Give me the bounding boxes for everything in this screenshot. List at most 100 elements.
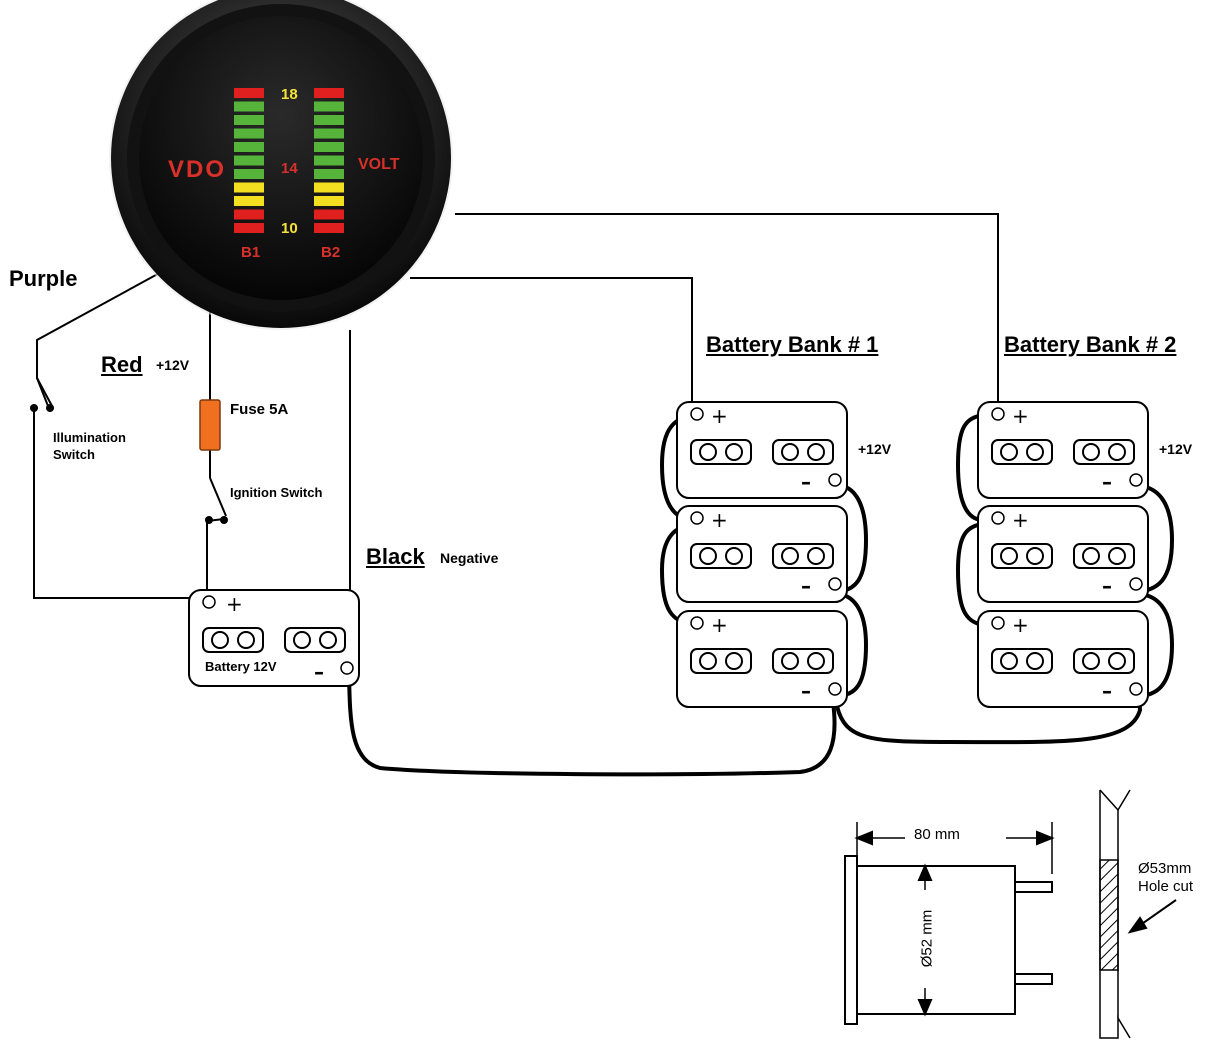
gauge-flange: [844, 855, 858, 1025]
terminal-post: [1000, 652, 1018, 670]
battery-case: [676, 505, 848, 603]
bank2-plus-2: +: [1012, 508, 1029, 532]
illumination-label-1: Illumination: [53, 430, 126, 445]
bank2-voltage: +12V: [1159, 441, 1193, 457]
black-note-label: Negative: [440, 550, 499, 566]
terminal-post: [319, 631, 337, 649]
led-bank2-segment: [314, 115, 344, 125]
negative-terminal: [828, 473, 842, 487]
gauge-body: [856, 865, 1016, 1015]
led-bank1-segment: [234, 182, 264, 193]
scale-mid: 14: [281, 160, 298, 177]
red-label: Red: [101, 352, 143, 377]
b1-sense-wire: [410, 277, 693, 408]
terminal-post: [807, 547, 825, 565]
scale-bottom: 10: [281, 220, 298, 237]
led-bank2-segment: [314, 209, 344, 220]
led-bank1-segment: [234, 169, 264, 179]
terminal-post: [1082, 547, 1100, 565]
led-bars: [234, 88, 344, 233]
bank2-title: Battery Bank # 2: [1004, 332, 1177, 357]
bank1-battery-2: [676, 505, 848, 603]
terminal-post: [1082, 652, 1100, 670]
terminal-post: [699, 547, 717, 565]
black-label: Black: [366, 544, 425, 569]
terminal-post: [725, 443, 743, 461]
led-bank1-segment: [234, 115, 264, 125]
ignition-label: Ignition Switch: [230, 485, 323, 500]
ignition-switch: [205, 477, 228, 524]
bank2-label: B2: [321, 244, 341, 261]
led-bank1-segment: [234, 88, 264, 98]
led-bank2-segment: [314, 101, 344, 112]
led-bank1-segment: [234, 101, 264, 112]
led-bank1-segment: [234, 155, 264, 166]
led-bank2-segment: [314, 196, 344, 206]
led-bank1-segment: [234, 209, 264, 220]
led-bank2-segment: [314, 128, 344, 139]
led-bank2-segment: [314, 88, 344, 98]
battery-case: [977, 401, 1149, 499]
purple-wire-lower: [33, 408, 204, 599]
fuse-label: Fuse 5A: [230, 401, 289, 418]
terminal-post: [699, 443, 717, 461]
terminal-post: [781, 443, 799, 461]
bank1-minus-3: –: [801, 679, 811, 703]
purple-wire: [36, 269, 166, 407]
negative-terminal: [828, 682, 842, 696]
red-wire-lower: [206, 518, 225, 598]
terminal-post: [807, 652, 825, 670]
bank2-battery-2: [977, 505, 1149, 603]
battery-label: Battery 12V: [205, 659, 277, 674]
purple-label: Purple: [9, 266, 78, 291]
scale-top: 18: [281, 86, 298, 103]
positive-terminal: [991, 407, 1005, 421]
bank2-battery-1: [977, 401, 1149, 499]
positive-terminal: [991, 511, 1005, 525]
terminal-post: [1026, 443, 1044, 461]
batteries: [188, 401, 1149, 708]
battery-case: [676, 610, 848, 708]
bank1-plus-3: +: [711, 613, 728, 637]
positive-terminal: [690, 616, 704, 630]
led-bank2-segment: [314, 182, 344, 193]
positive-terminal: [690, 511, 704, 525]
terminal-post: [725, 652, 743, 670]
positive-terminal: [690, 407, 704, 421]
bank-link-cable: [835, 694, 1143, 745]
voltmeter-gauge: [109, 0, 453, 330]
fuse: [199, 399, 221, 451]
terminal-post: [781, 652, 799, 670]
negative-terminal: [828, 577, 842, 591]
dim-width: 80 mm: [914, 826, 960, 843]
terminal-post: [1000, 443, 1018, 461]
terminal-post: [237, 631, 255, 649]
terminal-post: [725, 547, 743, 565]
dim-hole-2: Hole cut: [1138, 878, 1194, 895]
terminal-post: [1026, 652, 1044, 670]
positive-terminal: [991, 616, 1005, 630]
b2-sense-wire: [455, 213, 999, 408]
terminal-post: [1026, 547, 1044, 565]
terminal-post: [1108, 652, 1126, 670]
positive-terminal: [202, 595, 216, 609]
negative-terminal: [1129, 682, 1143, 696]
led-bank2-segment: [314, 223, 344, 233]
negative-terminal: [340, 661, 354, 675]
bank2-minus-3: –: [1102, 679, 1112, 703]
led-bank2-segment: [314, 142, 344, 152]
negative-terminal: [1129, 473, 1143, 487]
terminal-post: [1082, 443, 1100, 461]
terminal-post: [293, 631, 311, 649]
led-bank2-segment: [314, 169, 344, 179]
terminal-post: [1108, 443, 1126, 461]
red-voltage-label: +12V: [156, 357, 190, 373]
single-battery: [188, 589, 360, 687]
terminal-post: [781, 547, 799, 565]
led-bank1-segment: [234, 142, 264, 152]
led-bank1-segment: [234, 128, 264, 139]
battery-case: [977, 505, 1149, 603]
bank1-voltage: +12V: [858, 441, 892, 457]
